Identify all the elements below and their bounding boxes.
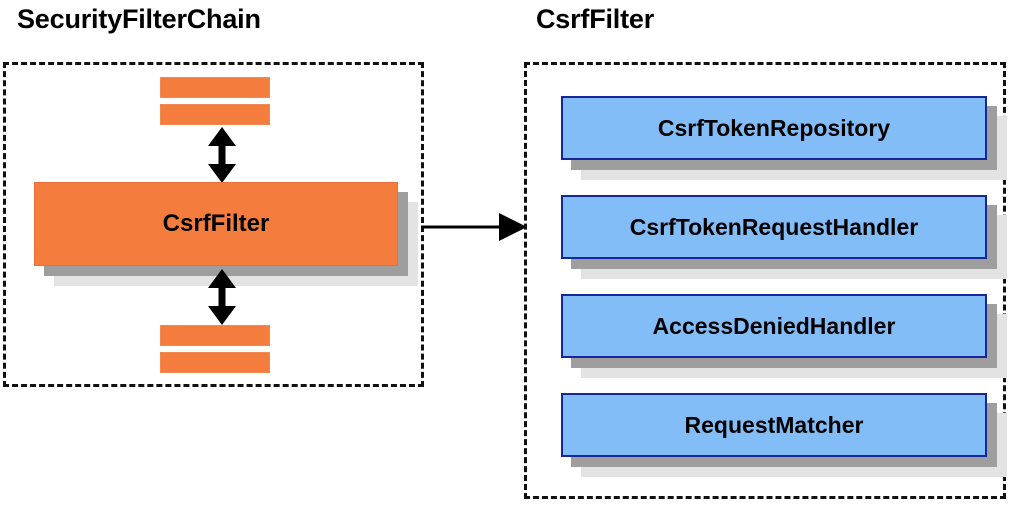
node-csrf-token-repository[interactable]: CsrfTokenRepository <box>561 96 1007 180</box>
node-request-matcher[interactable]: RequestMatcher <box>561 393 1007 477</box>
filter-stub-bar-top-1 <box>160 77 270 98</box>
node-csrf-token-request-handler[interactable]: CsrfTokenRequestHandler <box>561 195 1007 279</box>
panel-title-csrf-filter: CsrfFilter <box>536 4 655 34</box>
arrow-head-down <box>208 306 236 325</box>
arrow-head-up <box>208 127 236 146</box>
arrow-below-csrffilter <box>198 269 246 325</box>
filter-stub-bar-top-2 <box>160 104 270 125</box>
arrow-above-csrffilter <box>198 127 246 183</box>
node-face: AccessDeniedHandler <box>561 294 987 358</box>
arrow-head-up <box>208 269 236 288</box>
node-face: CsrfTokenRepository <box>561 96 987 160</box>
node-face: RequestMatcher <box>561 393 987 457</box>
arrow-shaft <box>218 141 226 169</box>
arrow-head-right <box>499 213 527 241</box>
arrow-head-down <box>208 164 236 183</box>
node-face: CsrfFilter <box>34 182 398 266</box>
node-csrffilter-orange[interactable]: CsrfFilter <box>34 182 418 286</box>
security-filter-chain-panel <box>3 62 424 387</box>
panel-title-security-filter-chain: SecurityFilterChain <box>17 4 261 34</box>
filter-stub-bar-bottom-2 <box>160 352 270 373</box>
node-label-request-matcher: RequestMatcher <box>684 411 864 438</box>
node-access-denied-handler[interactable]: AccessDeniedHandler <box>561 294 1007 378</box>
arrow-shaft <box>421 225 527 229</box>
arrow-shaft <box>218 283 226 311</box>
node-label-csrf-token-repository: CsrfTokenRepository <box>657 114 891 141</box>
node-face: CsrfTokenRequestHandler <box>561 195 987 259</box>
filter-stub-bar-bottom-1 <box>160 325 270 346</box>
node-label-csrffilter: CsrfFilter <box>162 210 270 237</box>
csrf-filter-panel <box>524 62 1006 499</box>
node-label-access-denied-handler: AccessDeniedHandler <box>652 312 896 339</box>
node-label-csrf-token-request-handler: CsrfTokenRequestHandler <box>629 213 919 240</box>
